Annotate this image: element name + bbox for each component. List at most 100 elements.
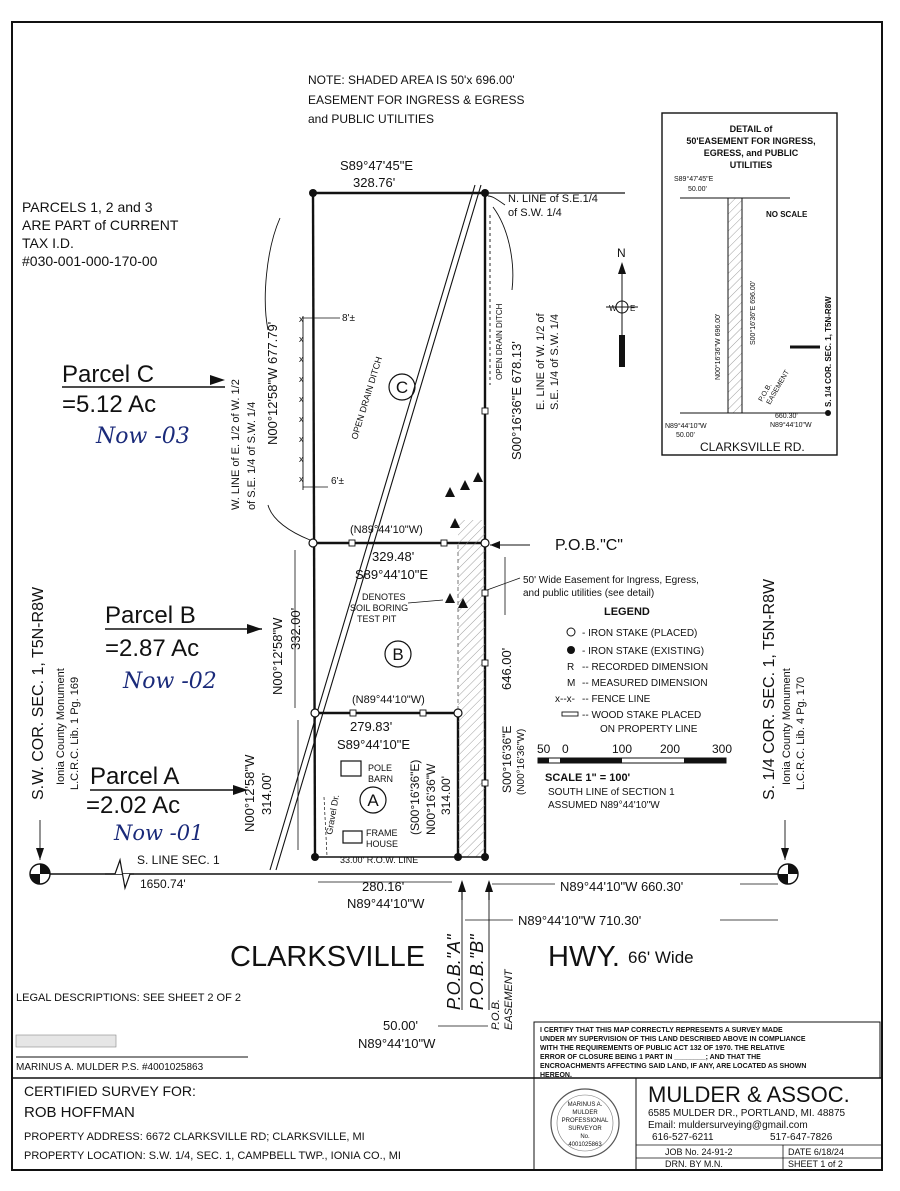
pole-barn-label-2: BARN bbox=[368, 774, 393, 784]
legend-item-7: ON PROPERTY LINE bbox=[600, 724, 698, 735]
company-address: 6585 MULDER DR., PORTLAND, MI. 48875 bbox=[648, 1108, 846, 1119]
top-bearing: S89°47'45"E bbox=[340, 158, 413, 173]
job-number: JOB No. 24-91-2 bbox=[665, 1147, 733, 1157]
s14-cor-ref: L.C.R.C. Lib. 4 Pg. 170 bbox=[795, 677, 807, 790]
detail-title-2: 50'EASEMENT FOR INGRESS, bbox=[686, 136, 815, 146]
soil-label-3: TEST PIT bbox=[357, 614, 397, 624]
line-break-symbol bbox=[105, 857, 134, 891]
sheet-number: SHEET 1 of 2 bbox=[788, 1159, 843, 1169]
pob-a-arrow bbox=[458, 880, 466, 892]
line-cb-bearing: S89°44'10"E bbox=[355, 567, 428, 582]
legend-stake-existing-icon bbox=[567, 646, 575, 654]
parcel-c-letter: C bbox=[396, 378, 408, 397]
detail-section: S. 1/4 COR. SEC. 1, T5N-R8W bbox=[824, 296, 833, 407]
svg-text:x: x bbox=[299, 334, 304, 344]
sw-cor-monument: Ionia County Monument bbox=[55, 668, 67, 785]
detail-bottom-right: 660.30' bbox=[775, 413, 798, 420]
svg-text:x: x bbox=[299, 414, 304, 424]
scale-south-2: ASSUMED N89°44'10"W bbox=[548, 800, 660, 811]
seal-line-3: PROFESSIONAL bbox=[562, 1118, 609, 1124]
certify-line-6: HEREON. bbox=[540, 1072, 572, 1079]
scale-south-1: SOUTH LINE of SECTION 1 bbox=[548, 787, 675, 798]
e-line-label-1: E. LINE of W. 1/2 of bbox=[535, 312, 547, 410]
detail-title-4: UTILITIES bbox=[730, 160, 773, 170]
pole-barn-label-1: POLE bbox=[368, 763, 392, 773]
parcel-b-title: Parcel B bbox=[105, 602, 196, 629]
legend-item-5: -- FENCE LINE bbox=[582, 694, 651, 705]
highway-suffix: HWY. bbox=[548, 941, 620, 973]
tax-line-2: ARE PART of CURRENT bbox=[22, 217, 179, 233]
ditch-label: OPEN DRAIN DITCH bbox=[349, 355, 384, 440]
parcel-b-arrow bbox=[247, 624, 262, 634]
frame-house-label-2: HOUSE bbox=[366, 839, 398, 849]
scale-tick-200: 200 bbox=[660, 742, 680, 756]
easement-leader bbox=[486, 577, 521, 591]
easement-note-1: 50' Wide Easement for Ingress, Egress, bbox=[523, 575, 699, 586]
sw-cor-ref: L.C.R.C. Lib. 1 Pg. 169 bbox=[69, 677, 81, 790]
s-line-label: S. LINE SEC. 1 bbox=[137, 853, 220, 867]
w-line-label-2: of S.E. 1/4 of S.W. 1/4 bbox=[246, 402, 258, 510]
s14-cor-monument: Ionia County Monument bbox=[781, 668, 793, 785]
n-line-leader bbox=[487, 195, 506, 206]
sw-cor-title: S.W. COR. SEC. 1, T5N-R8W bbox=[30, 586, 47, 800]
detail-box bbox=[661, 112, 838, 456]
svg-text:x: x bbox=[299, 454, 304, 464]
scale-bar bbox=[537, 757, 727, 764]
pob-easement-label-1: P.O.B. bbox=[490, 999, 502, 1030]
scale-tick-300: 300 bbox=[712, 742, 732, 756]
line-cb-recorded: (N89°44'10"W) bbox=[350, 524, 423, 536]
fence-8ft: 8'± bbox=[342, 313, 355, 324]
property-location: PROPERTY LOCATION: S.W. 1/4, SEC. 1, CAM… bbox=[24, 1150, 401, 1162]
seal-line-4: SURVEYOR bbox=[568, 1126, 602, 1132]
svg-text:x: x bbox=[299, 374, 304, 384]
bottom-660: N89°44'10"W 660.30' bbox=[560, 879, 683, 894]
legal-desc: LEGAL DESCRIPTIONS: SEE SHEET 2 OF 2 bbox=[16, 992, 241, 1004]
legend-item-6: -- WOOD STAKE PLACED bbox=[582, 710, 701, 721]
pob-b-arrow bbox=[485, 880, 493, 892]
detail-title-3: EGRESS, and PUBLIC bbox=[704, 148, 799, 158]
parcel-a-circle bbox=[359, 786, 387, 814]
w-line-label-1: W. LINE of E. 1/2 of W. 1/2 bbox=[230, 379, 242, 510]
pob-c-label: P.O.B."C" bbox=[555, 537, 623, 554]
w-bearing-parcel-a-2: 314.00' bbox=[259, 773, 274, 815]
signature-block bbox=[15, 1034, 117, 1048]
legend-item-3: -- RECORDED DIMENSION bbox=[582, 662, 708, 673]
detail-no-scale: NO SCALE bbox=[766, 210, 808, 219]
parcel-a-arrow bbox=[233, 785, 248, 795]
svg-text:x: x bbox=[299, 434, 304, 444]
soil-label-1: DENOTES bbox=[362, 592, 406, 602]
parcel-b-letter: B bbox=[392, 645, 403, 664]
e-line-leader bbox=[492, 206, 514, 291]
soil-boring-pits bbox=[445, 472, 483, 608]
certify-line-5: ENCROACHMENTS AFFECTING SAID LAND, IF AN… bbox=[540, 1063, 806, 1070]
detail-top-bearing: S89°47'45"E bbox=[674, 175, 714, 183]
company-email: Email: muldersurveying@gmail.com bbox=[648, 1120, 808, 1131]
svg-text:E: E bbox=[630, 304, 635, 313]
legend-item-1: - IRON STAKE (PLACED) bbox=[582, 628, 697, 639]
line-ba-bearing: S89°44'10"E bbox=[337, 737, 410, 752]
gravel-drive-label: Gravel Dr. bbox=[324, 794, 341, 836]
north-arrow: W E bbox=[606, 262, 638, 367]
s14-cor-title: S. 1/4 COR. SEC. 1, T5N-R8W bbox=[761, 578, 778, 800]
bottom-280-bearing: N89°44'10"W bbox=[347, 896, 425, 911]
seal-line-2: MULDER bbox=[572, 1110, 598, 1116]
parcel-c-area: =5.12 Ac bbox=[62, 391, 156, 418]
svg-text:x: x bbox=[299, 354, 304, 364]
fence-marks: xxx xxx xxx bbox=[299, 314, 304, 484]
scale-tick-0: 0 bbox=[562, 742, 569, 756]
legend-item-4: -- MEASURED DIMENSION bbox=[582, 678, 708, 689]
e-bearing-ab-1: S00°16'36"E bbox=[500, 726, 514, 793]
drain-ditch-line-2 bbox=[275, 184, 482, 871]
frame-house-label-1: FRAME bbox=[366, 828, 398, 838]
parcel-a-letter: A bbox=[367, 791, 379, 810]
svg-text:x: x bbox=[299, 394, 304, 404]
detail-monument bbox=[825, 410, 831, 416]
detail-top-distance: 50.00' bbox=[688, 186, 707, 193]
tax-line-1: PARCELS 1, 2 and 3 bbox=[22, 199, 153, 215]
legend-item-2: - IRON STAKE (EXISTING) bbox=[582, 646, 704, 657]
s14-corner-monument bbox=[777, 863, 799, 885]
certify-line-2: UNDER MY SUPERVISION OF THIS LAND DESCRI… bbox=[540, 1036, 806, 1043]
s-line-distance: 1650.74' bbox=[140, 877, 186, 891]
soil-leader bbox=[407, 599, 444, 604]
